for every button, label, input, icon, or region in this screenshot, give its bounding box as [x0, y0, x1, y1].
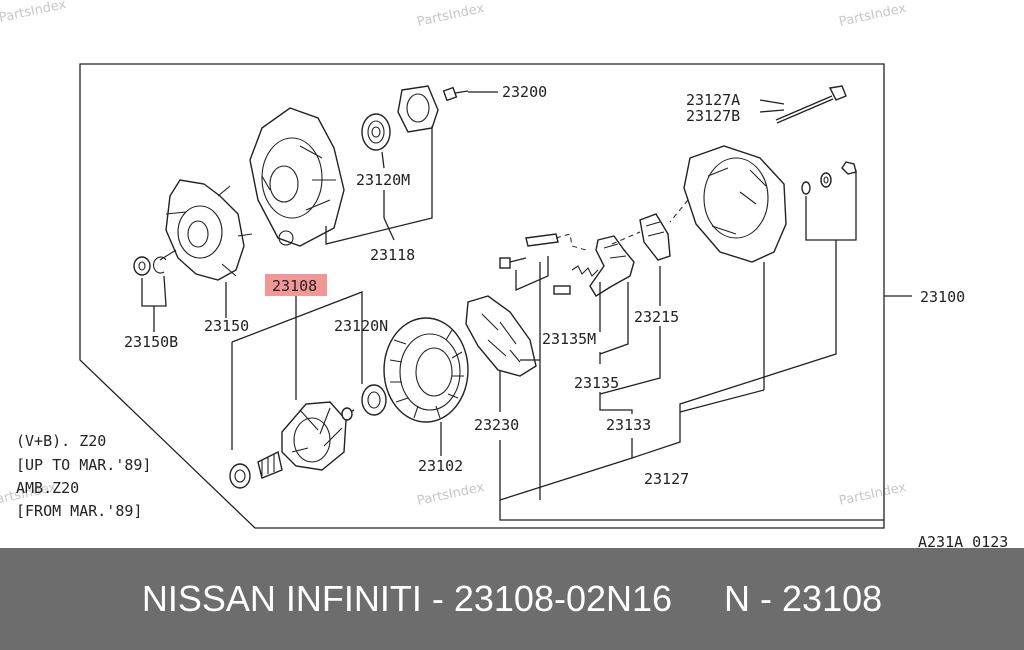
label-23127a[interactable]: 23127A [686, 91, 740, 109]
label-23118[interactable]: 23118 [370, 246, 415, 264]
label-23127[interactable]: 23127 [644, 470, 689, 488]
diagram-frame [79, 63, 885, 529]
label-23150[interactable]: 23150 [204, 317, 249, 335]
label-23200[interactable]: 23200 [502, 83, 547, 101]
parts-diagram: PartsIndex PartsIndex PartsIndex PartsIn… [0, 0, 1008, 548]
note-line: AMB.Z20 [16, 479, 79, 497]
washer-nut-set-icon [801, 161, 857, 195]
watermark: PartsIndex [838, 1, 908, 30]
label-23120m[interactable]: 23120M [356, 171, 410, 189]
label-23135m[interactable]: 23135M [542, 330, 596, 348]
label-23133[interactable]: 23133 [606, 416, 651, 434]
label-23135[interactable]: 23135 [574, 374, 619, 392]
highlight-23108 [265, 274, 327, 296]
watermark: PartsIndex [416, 480, 486, 509]
diagram-code: A231A 0123 [918, 533, 1008, 548]
cover-plate-icon [397, 85, 439, 133]
note-line: (V+B). Z20 [16, 432, 106, 450]
note-line: [UP TO MAR.'89] [16, 456, 151, 474]
watermark: PartsIndex [416, 1, 486, 30]
footer-bar: NISSAN INFINITI - 23108-02N16 N - 23108 [0, 548, 1024, 650]
bearing-rear-icon [361, 113, 391, 151]
pulley-fan-icon [159, 179, 253, 281]
note-line: [FROM MAR.'89] [16, 502, 142, 520]
label-23120n[interactable]: 23120N [334, 317, 388, 335]
rectifier-icon [465, 295, 537, 377]
through-bolt-icon [775, 85, 847, 124]
label-23127b[interactable]: 23127B [686, 107, 740, 125]
bolt-23200-icon [442, 86, 469, 102]
footer-part-title: NISSAN INFINITI - 23108-02N16 [141, 578, 673, 619]
label-23102[interactable]: 23102 [418, 457, 463, 475]
rotor-assembly-icon [229, 401, 355, 489]
leader-lines [141, 91, 912, 521]
terminal-bolt-icon [499, 233, 559, 269]
nut-washer-icon [133, 256, 167, 276]
regulator-icon [639, 213, 671, 261]
label-23215[interactable]: 23215 [634, 308, 679, 326]
label-23230[interactable]: 23230 [474, 416, 519, 434]
rear-cover-icon [683, 145, 787, 263]
label-23150b[interactable]: 23150B [124, 333, 178, 351]
stator-icon [383, 317, 469, 423]
bearing-front-icon [361, 384, 387, 416]
brush-spring-icon [553, 265, 599, 295]
front-bracket-icon [249, 107, 345, 247]
label-23108[interactable]: 23108 [272, 277, 317, 295]
watermark: PartsIndex [0, 0, 68, 26]
footer-part-code: N - 23108 [724, 578, 883, 619]
brush-holder-icon [589, 235, 635, 297]
label-23100[interactable]: 23100 [920, 288, 965, 306]
watermark: PartsIndex [838, 480, 908, 509]
